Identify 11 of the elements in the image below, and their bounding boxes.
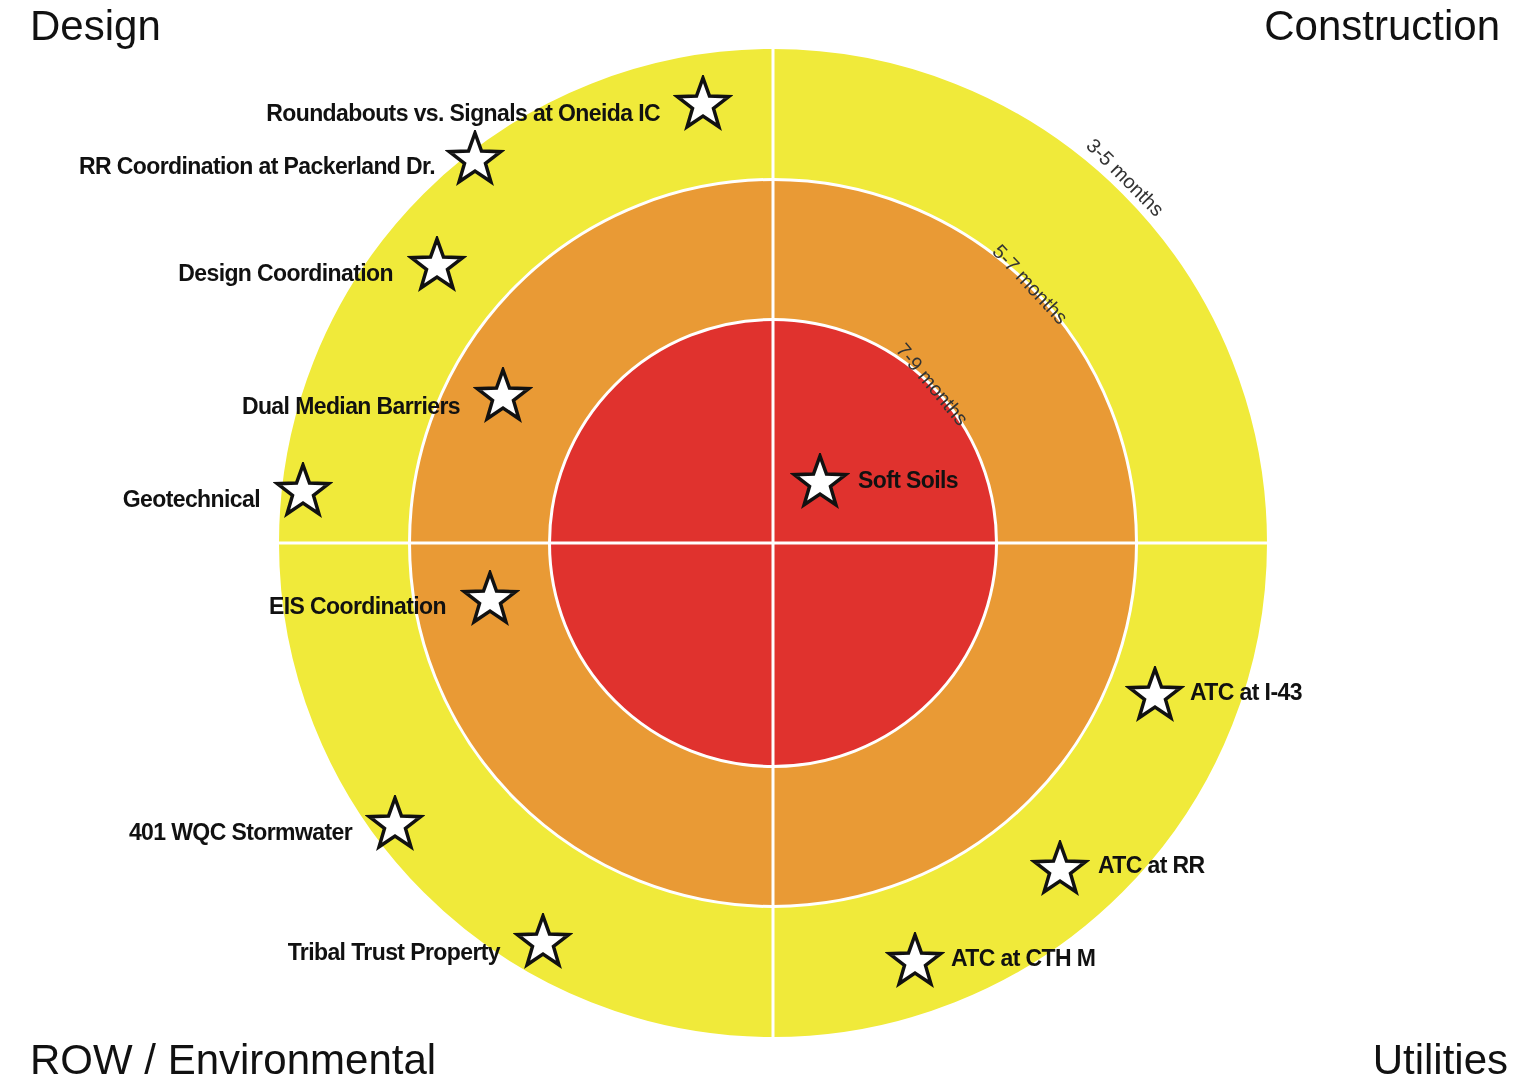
quadrant-title: ROW / Environmental <box>30 1036 437 1084</box>
risk-label: Tribal Trust Property <box>287 938 500 966</box>
quadrant-title: Design <box>30 2 161 50</box>
risk-label: Roundabouts vs. Signals at Oneida IC <box>266 99 660 127</box>
quadrant-title: Utilities <box>1372 1036 1508 1084</box>
risk-label: Soft Soils <box>858 466 959 494</box>
risk-label: RR Coordination at Packerland Dr. <box>79 152 435 180</box>
risk-label: 401 WQC Stormwater <box>128 818 352 846</box>
quadrant-title: Construction <box>1264 2 1500 50</box>
risk-label: ATC at RR <box>1098 851 1205 879</box>
risk-label: Geotechnical <box>122 485 260 513</box>
